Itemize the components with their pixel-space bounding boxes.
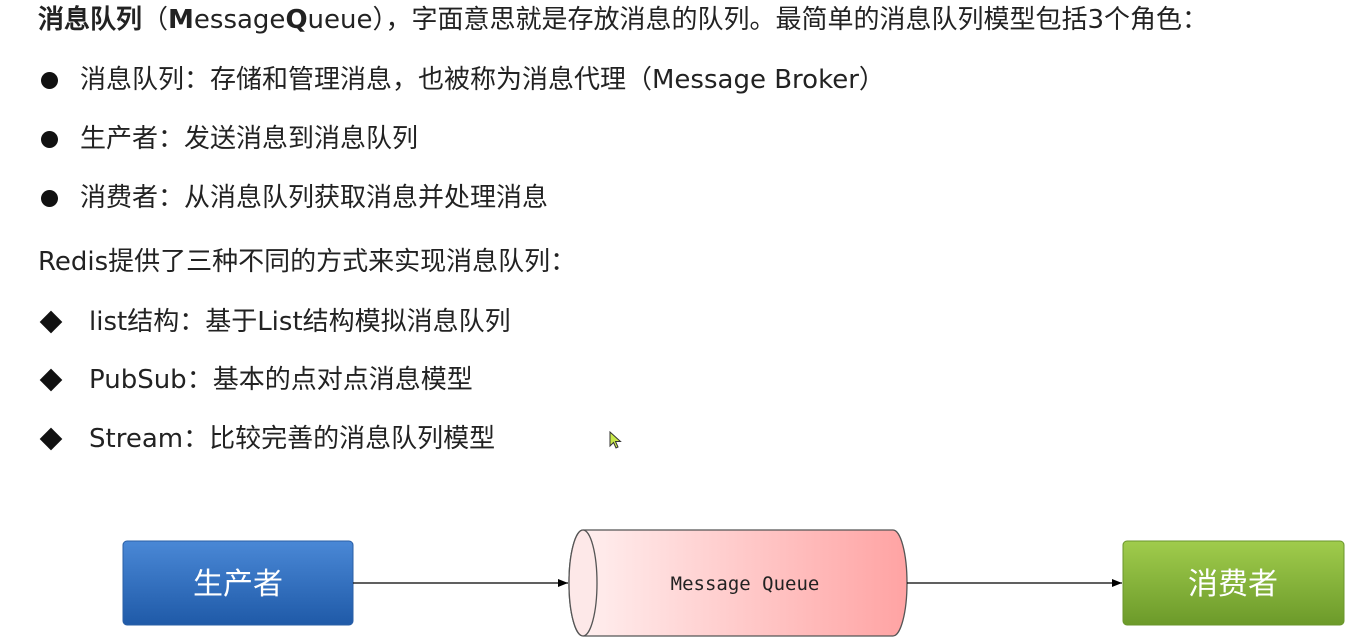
bullet-diamond-icon: [39, 427, 63, 451]
intro-q-letter: Q: [285, 5, 308, 35]
role-item-producer: 生产者：发送消息到消息队列: [38, 121, 418, 157]
method-item-label: list结构：基于List结构模拟消息队列: [89, 307, 511, 337]
bullet-dot-icon: [41, 130, 58, 148]
role-item-queue: 消息队列：存储和管理消息，也被称为消息代理（Message Broker）: [38, 62, 885, 98]
intro-word1-rest: essage: [193, 5, 286, 35]
role-item-consumer: 消费者：从消息队列获取消息并处理消息: [38, 180, 548, 216]
bullet-dot-icon: [41, 71, 58, 89]
bullet-dot-icon: [41, 189, 58, 207]
message-queue-diagram: 生产者 Message Queue 消费者: [122, 529, 1345, 637]
method-item-label: PubSub：基本的点对点消息模型: [89, 365, 473, 395]
consumer-box: 消费者: [1122, 540, 1345, 626]
producer-label: 生产者: [193, 567, 283, 602]
intro-term: 消息队列: [38, 5, 143, 35]
role-item-label: 生产者：发送消息到消息队列: [80, 124, 419, 154]
intro-rest: ），字面意思就是存放消息的队列。最简单的消息队列模型包括3个角色：: [372, 5, 1209, 35]
method-item-stream: Stream：比较完善的消息队列模型: [38, 421, 495, 457]
method-item-label: Stream：比较完善的消息队列模型: [89, 424, 496, 454]
bullet-diamond-icon: [39, 368, 63, 392]
mouse-pointer-icon: [609, 431, 622, 449]
bullet-diamond-icon: [39, 310, 63, 334]
redis-intro: Redis提供了三种不同的方式来实现消息队列：: [38, 244, 576, 280]
intro-m-letter: M: [168, 5, 194, 35]
intro-word2-rest: ueue: [307, 5, 373, 35]
redis-intro-text: Redis提供了三种不同的方式来实现消息队列：: [38, 247, 577, 277]
role-item-label: 消费者：从消息队列获取消息并处理消息: [80, 183, 549, 213]
role-item-label: 消息队列：存储和管理消息，也被称为消息代理（Message Broker）: [80, 65, 885, 95]
intro-paren-open: （: [142, 5, 169, 35]
queue-cylinder: Message Queue: [568, 529, 908, 637]
method-item-pubsub: PubSub：基本的点对点消息模型: [38, 362, 473, 398]
consumer-label: 消费者: [1188, 567, 1278, 602]
producer-box: 生产者: [122, 540, 354, 626]
queue-label: Message Queue: [671, 573, 820, 595]
method-item-list: list结构：基于List结构模拟消息队列: [38, 304, 511, 340]
